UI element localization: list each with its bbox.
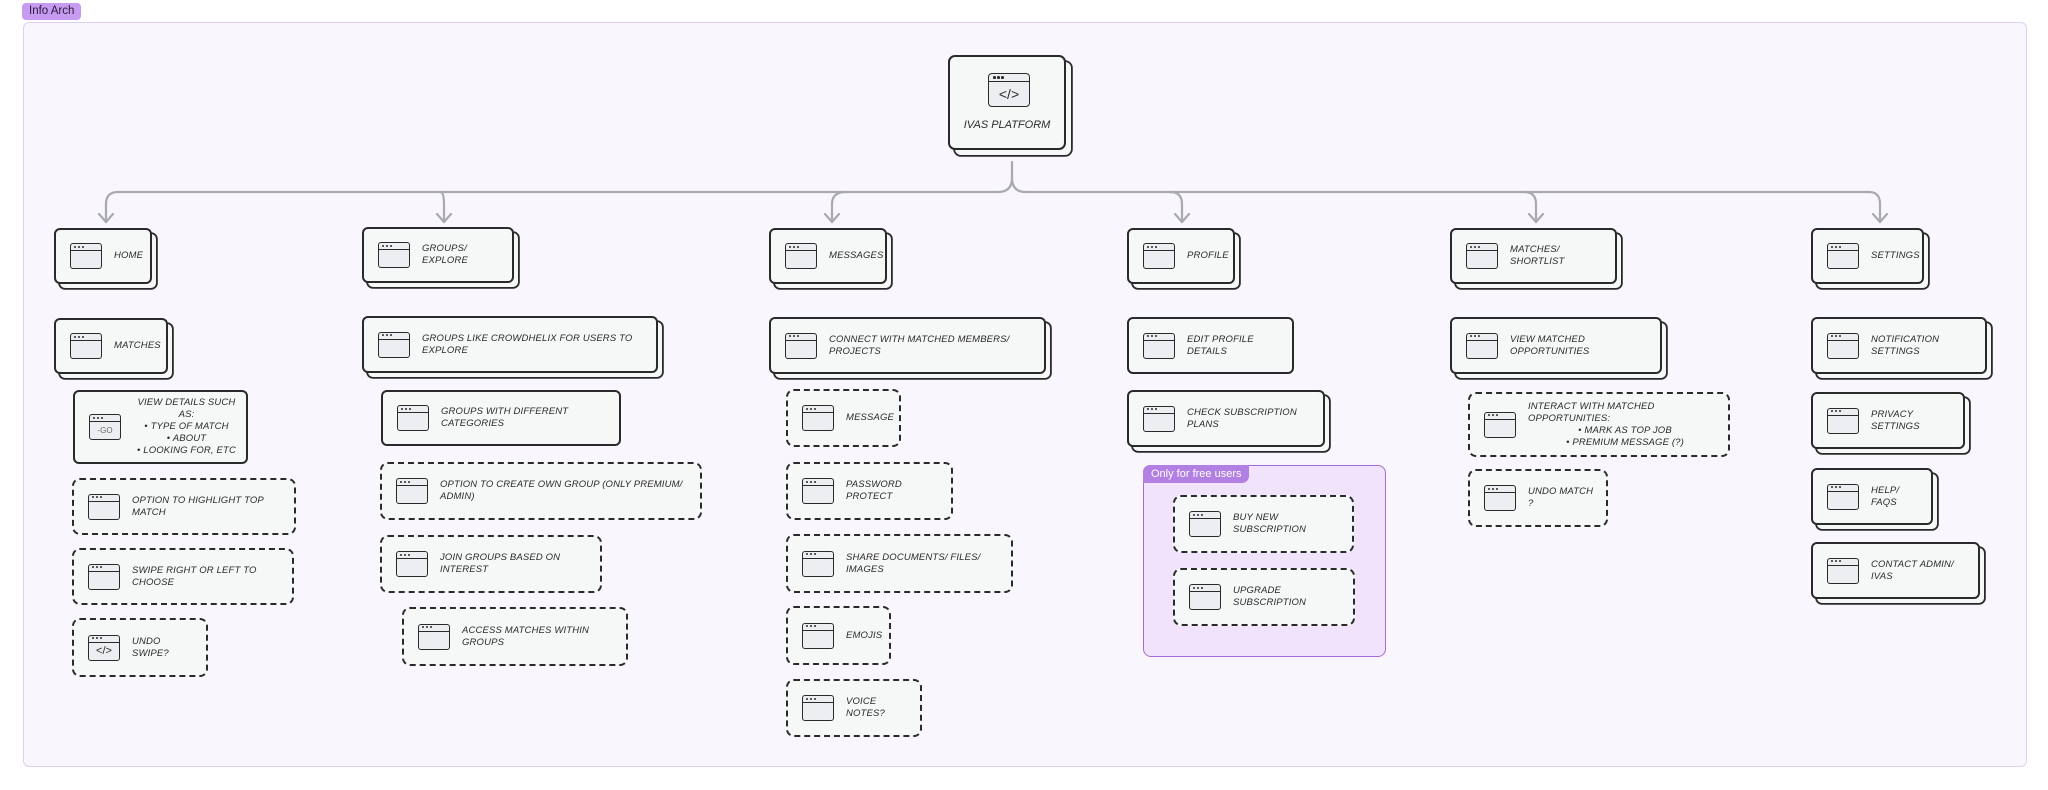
window-icon (88, 563, 120, 590)
window-icon (785, 243, 817, 269)
window-icon (1143, 332, 1175, 359)
node-share-documents[interactable]: SHARE DOCUMENTS/ FILES/ IMAGES (786, 534, 1013, 593)
window-icon (1827, 483, 1859, 510)
window-icon (1827, 332, 1859, 359)
node-buy-subscription[interactable]: BUY NEW SUBSCRIPTION (1173, 495, 1354, 553)
detail-bullet: ABOUT (133, 433, 240, 445)
window-icon (1484, 411, 1516, 438)
window-icon (378, 242, 410, 268)
window-icon (88, 493, 120, 520)
node-interact-opportunities[interactable]: INTERACT WITH MATCHED OPPORTUNITIES: MAR… (1468, 392, 1730, 457)
window-icon (1827, 407, 1859, 434)
node-upgrade-subscription[interactable]: UPGRADE SUBSCRIPTION (1173, 568, 1355, 626)
window-icon (378, 331, 410, 358)
node-profile[interactable]: PROFILE (1127, 228, 1235, 284)
root-node[interactable]: </> IVAS PLATFORM (948, 55, 1066, 150)
node-check-subscription[interactable]: CHECK SUBSCRIPTION PLANS (1127, 390, 1325, 447)
node-swipe[interactable]: SWIPE RIGHT OR LEFT TO CHOOSE (72, 548, 294, 605)
node-create-group[interactable]: OPTION TO CREATE OWN GROUP (ONLY PREMIUM… (380, 462, 702, 520)
node-voice-notes[interactable]: VOICE NOTES? (786, 679, 922, 737)
node-privacy-settings[interactable]: PRIVACY SETTINGS (1811, 392, 1965, 449)
code-window-icon: </> (988, 73, 1030, 107)
node-password-protect[interactable]: PASSWORD PROTECT (786, 462, 953, 520)
link-window-icon: -GO (89, 414, 121, 440)
node-join-groups[interactable]: JOIN GROUPS BASED ON INTEREST (380, 535, 602, 593)
frame-title: Info Arch (22, 3, 82, 20)
window-icon (1143, 243, 1175, 269)
free-users-group-title: Only for free users (1143, 465, 1250, 483)
node-highlight-top-match[interactable]: OPTION TO HIGHLIGHT TOP MATCH (72, 478, 296, 535)
window-icon (1827, 243, 1859, 269)
node-undo-match[interactable]: UNDO MATCH ? (1468, 469, 1608, 527)
node-access-matches[interactable]: ACCESS MATCHES WITHIN GROUPS (402, 607, 628, 666)
node-contact-admin[interactable]: CONTACT ADMIN/ IVAS (1811, 542, 1980, 599)
detail-bullet: PREMIUM MESSAGE (?) (1528, 437, 1722, 449)
window-icon (1466, 243, 1498, 269)
window-icon (396, 551, 428, 577)
node-messages[interactable]: MESSAGES (769, 228, 887, 284)
window-icon (785, 332, 817, 359)
node-groups-categories[interactable]: GROUPS WITH DIFFERENT CATEGORIES (381, 390, 621, 446)
node-notification-settings[interactable]: NOTIFICATION SETTINGS (1811, 317, 1987, 374)
window-icon (802, 695, 834, 721)
node-undo-swipe[interactable]: </> UNDO SWIPE? (72, 618, 208, 677)
window-icon (1466, 332, 1498, 359)
root-label: IVAS PLATFORM (963, 119, 1051, 131)
window-icon (802, 478, 834, 504)
window-icon (1189, 584, 1221, 610)
detail-bullet: TYPE OF MATCH (133, 421, 240, 433)
window-icon (802, 550, 834, 577)
detail-bullet: LOOKING FOR, ETC (133, 445, 240, 457)
node-edit-profile[interactable]: EDIT PROFILE DETAILS (1127, 317, 1294, 374)
window-icon (1827, 557, 1859, 584)
window-icon (397, 405, 429, 431)
window-icon (802, 622, 834, 649)
node-groups-explore[interactable]: GROUPS/ EXPLORE (362, 227, 514, 283)
node-emojis[interactable]: EMOJIS (786, 606, 891, 665)
free-users-group (1143, 465, 1386, 657)
window-icon (70, 333, 102, 359)
node-message[interactable]: MESSAGE (786, 389, 901, 447)
node-view-opportunities[interactable]: VIEW MATCHED OPPORTUNITIES (1450, 317, 1662, 374)
window-icon (802, 405, 834, 431)
node-settings[interactable]: SETTINGS (1811, 228, 1924, 284)
window-icon (1484, 485, 1516, 511)
node-matches-shortlist[interactable]: MATCHES/ SHORTLIST (1450, 228, 1617, 284)
detail-bullet: MARK AS TOP JOB (1528, 425, 1722, 437)
node-connect-members[interactable]: CONNECT WITH MATCHED MEMBERS/ PROJECTS (769, 317, 1046, 374)
window-icon (1143, 405, 1175, 432)
node-matches[interactable]: MATCHES (54, 318, 168, 374)
node-view-details[interactable]: -GO VIEW DETAILS SUCH AS: TYPE OF MATCH … (73, 390, 248, 464)
window-icon (396, 478, 428, 504)
code-window-icon: </> (88, 634, 120, 661)
window-icon (418, 623, 450, 650)
node-help-faqs[interactable]: HELP/ FAQS (1811, 468, 1933, 525)
window-icon (70, 243, 102, 269)
window-icon (1189, 511, 1221, 537)
node-home[interactable]: HOME (54, 228, 152, 284)
node-groups-crowdhelix[interactable]: GROUPS LIKE CROWDHELIX FOR USERS TO EXPL… (362, 316, 658, 373)
